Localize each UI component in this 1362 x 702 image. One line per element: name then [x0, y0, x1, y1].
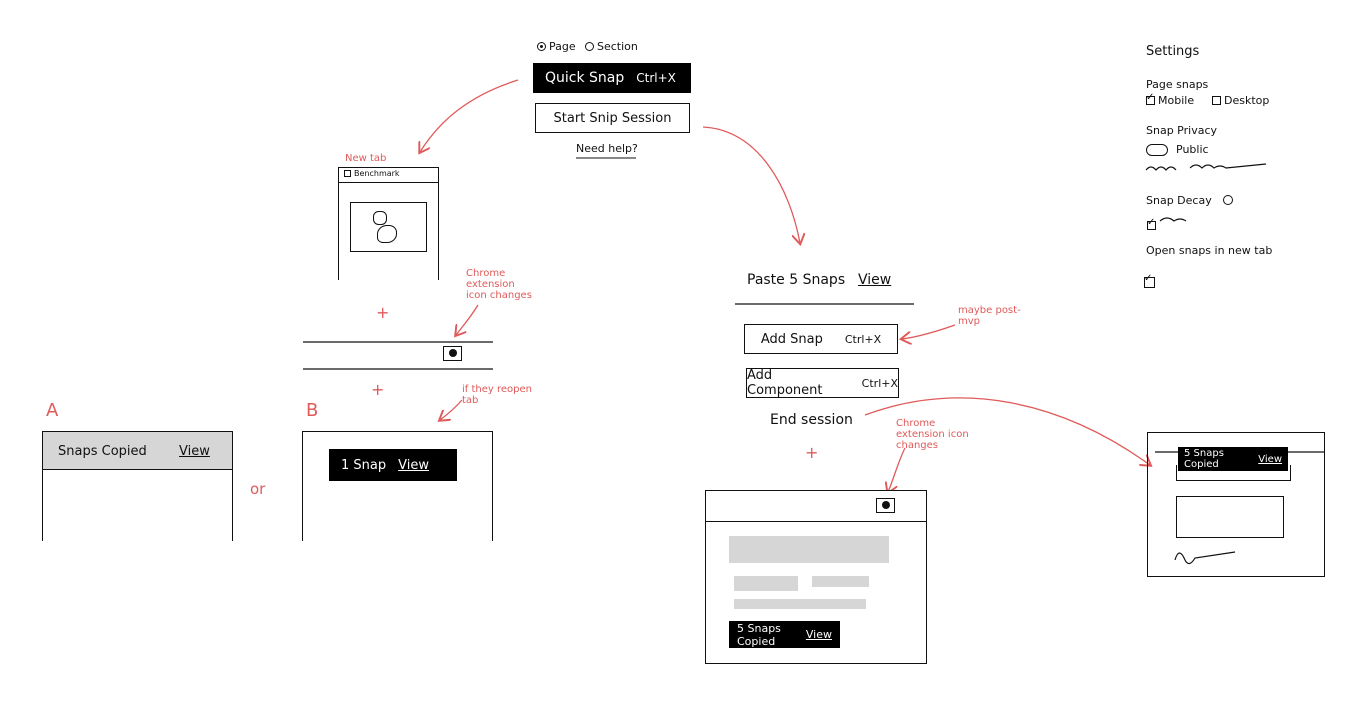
start-session-button[interactable]: Start Snip Session [535, 103, 690, 133]
arrow-icon-changes [456, 304, 479, 335]
desktop-checkbox[interactable]: Desktop [1212, 94, 1269, 107]
image-placeholder [350, 202, 427, 252]
quick-snap-button[interactable]: Quick Snap Ctrl+X [533, 63, 691, 93]
open-new-tab-label: Open snaps in new tab [1146, 244, 1273, 257]
settings-title: Settings [1146, 44, 1200, 59]
decay-checkbox[interactable] [1147, 214, 1159, 233]
info-icon[interactable] [1223, 195, 1233, 205]
extension-icon-badge[interactable] [876, 498, 895, 513]
arrow-to-new-tab [420, 79, 519, 152]
option-a-view-link[interactable]: View [179, 444, 210, 459]
privacy-squiggle [1145, 163, 1267, 171]
option-b-label: B [306, 400, 319, 421]
option-b-window: 1 Snap View [302, 431, 493, 541]
toggle-icon [1146, 144, 1168, 156]
end-session-toast-view-link[interactable]: View [1258, 453, 1282, 465]
end-session-link[interactable]: End session [770, 412, 853, 428]
add-snap-button[interactable]: Add Snap Ctrl+X [744, 324, 898, 354]
content-placeholder [734, 576, 798, 591]
option-a-window: Snaps Copied View [42, 431, 233, 541]
end-session-window: 5 Snaps Copied View [1147, 432, 1325, 577]
help-link[interactable]: Need help? [576, 142, 638, 155]
extension-icon-badge[interactable] [443, 346, 462, 361]
content-placeholder [812, 576, 869, 587]
radio-icon [585, 42, 594, 51]
content-placeholder [729, 536, 889, 563]
new-tab-note: New tab [345, 153, 387, 164]
arrow-to-session [702, 126, 800, 243]
new-tab-window: Benchmark [338, 167, 439, 280]
option-b-snap-toast: 1 Snap View [329, 449, 457, 481]
icon-changes-note: Chrome extension icon changes [466, 268, 532, 301]
mini-scribble [1174, 551, 1236, 565]
radio-icon [537, 42, 546, 51]
option-a-label: A [46, 400, 59, 421]
page-snaps-heading: Page snaps [1146, 78, 1209, 91]
option-a-banner: Snaps Copied View [43, 432, 232, 470]
post-mvp-note: maybe post-mvp [958, 305, 1021, 327]
end-session-toast: 5 Snaps Copied View [1178, 447, 1288, 471]
session-browser-window: 5 Snaps Copied View [705, 490, 927, 664]
checkbox-checked-icon [1146, 92, 1155, 105]
privacy-toggle[interactable]: Public [1146, 143, 1209, 156]
bookmark-item: Benchmark [344, 169, 400, 178]
option-b-view-link[interactable]: View [398, 457, 429, 473]
session-header-label: Paste 5 Snaps [747, 272, 846, 288]
privacy-heading: Snap Privacy [1146, 124, 1218, 137]
option-section-radio[interactable]: Section [585, 40, 638, 53]
checkbox-checked-icon [1144, 273, 1155, 288]
arrow-end-session [864, 397, 1150, 465]
arrow-icon-changes-2 [888, 447, 906, 492]
reopen-note: if they reopen tab [462, 384, 532, 406]
decay-squiggle [1159, 217, 1187, 222]
checkbox-icon [1212, 96, 1221, 105]
mobile-checkbox[interactable]: Mobile [1146, 92, 1194, 107]
checkbox-checked-icon [1147, 217, 1156, 230]
icon-changes-note-2: Chrome extension icon changes [896, 418, 969, 451]
session-toast-view-link[interactable]: View [805, 628, 832, 641]
snap-icon [882, 501, 890, 509]
content-box [1176, 496, 1284, 538]
snap-icon [449, 349, 457, 357]
arrow-reopen [440, 399, 463, 420]
arrow-post-mvp [902, 324, 956, 339]
session-toast: 5 Snaps Copied View [729, 621, 840, 648]
session-view-link[interactable]: View [858, 272, 892, 288]
content-placeholder [734, 599, 866, 609]
add-component-button[interactable]: Add Component Ctrl+X [746, 368, 899, 398]
decay-heading: Snap Decay [1146, 194, 1212, 207]
bookmark-icon [344, 170, 351, 177]
open-new-tab-checkbox[interactable] [1144, 272, 1158, 291]
option-page-radio[interactable]: Page [537, 40, 576, 53]
